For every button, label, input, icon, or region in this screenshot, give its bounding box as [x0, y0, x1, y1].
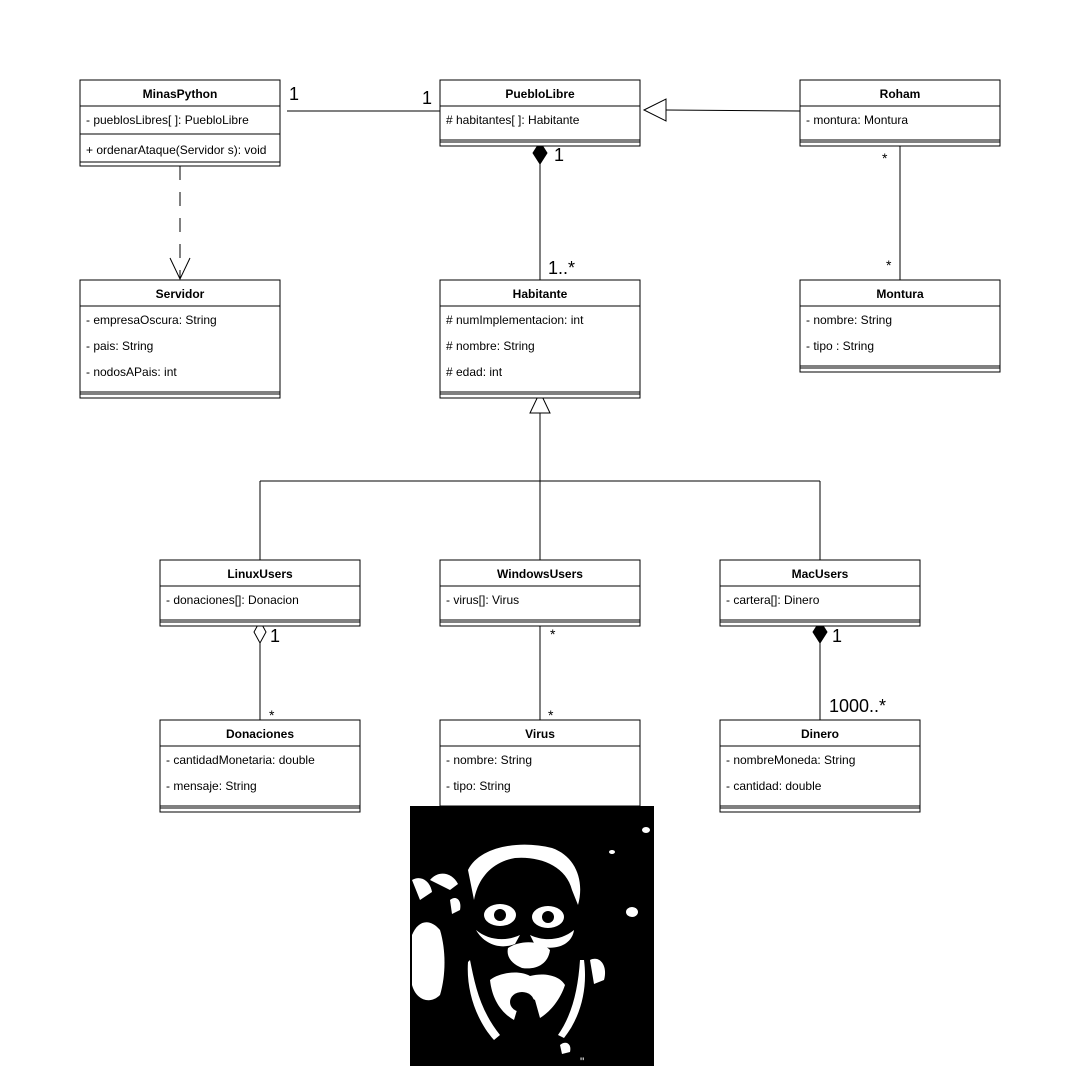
- thresholded-monkey-photo: ": [410, 806, 654, 1066]
- class-name: MacUsers: [792, 567, 849, 581]
- class-windowsusers[interactable]: WindowsUsers - virus[]: Virus: [439, 559, 641, 627]
- multiplicity-donaciones-side: *: [269, 707, 275, 723]
- class-macusers[interactable]: MacUsers - cartera[]: Dinero: [719, 559, 921, 627]
- class-roham[interactable]: Roham - montura: Montura: [799, 79, 1001, 147]
- class-attribute: - montura: Montura: [806, 113, 908, 127]
- multiplicity-pueblo-side: 1: [422, 88, 432, 108]
- class-attribute: # habitantes[ ]: Habitante: [446, 113, 580, 127]
- class-donaciones[interactable]: Donaciones - cantidadMonetaria: double - m…: [159, 719, 361, 813]
- multiplicity-pueblo-composition: 1: [554, 145, 564, 165]
- class-attribute: # numImplementacion: int: [446, 313, 584, 327]
- multiplicity-mac-composition: 1: [832, 626, 842, 646]
- class-servidor[interactable]: Servidor - empresaOscura: String - pais: S…: [79, 279, 281, 399]
- class-name: PuebloLibre: [505, 87, 575, 101]
- generalization-roham-pueblolibre: [642, 98, 801, 122]
- class-name: Dinero: [801, 727, 839, 741]
- class-attribute: # edad: int: [446, 365, 503, 379]
- class-attribute: - nombre: String: [806, 313, 892, 327]
- multiplicity-virus-side: *: [548, 707, 554, 723]
- composition-pueblolibre-habitante: [532, 141, 548, 280]
- class-minaspython[interactable]: MinasPython - pueblosLibres[ ]: PuebloLib…: [79, 79, 281, 167]
- class-name: Roham: [880, 87, 921, 101]
- class-name: MinasPython: [143, 87, 218, 101]
- class-name: Servidor: [156, 287, 205, 301]
- multiplicity-roham-side: *: [882, 150, 888, 166]
- multiplicity-windows-side: *: [550, 626, 556, 642]
- class-attribute: - cantidad: double: [726, 779, 822, 793]
- class-attribute: - virus[]: Virus: [446, 593, 519, 607]
- class-attribute: - tipo: String: [446, 779, 511, 793]
- multiplicity-montura-side: *: [886, 257, 892, 273]
- class-attribute: - cartera[]: Dinero: [726, 593, 820, 607]
- class-attribute: - donaciones[]: Donacion: [166, 593, 299, 607]
- class-pueblolibre[interactable]: PuebloLibre # habitantes[ ]: Habitante: [439, 79, 641, 147]
- class-name: LinuxUsers: [227, 567, 293, 581]
- dependency-minaspython-servidor: [169, 166, 191, 281]
- class-montura[interactable]: Montura - nombre: String - tipo : String: [799, 279, 1001, 373]
- class-attribute: - empresaOscura: String: [86, 313, 217, 327]
- class-habitante[interactable]: Habitante # numImplementacion: int # nombr…: [439, 279, 641, 399]
- class-name: Habitante: [513, 287, 568, 301]
- class-name: WindowsUsers: [497, 567, 583, 581]
- class-attribute: - pais: String: [86, 339, 153, 353]
- class-name: Montura: [876, 287, 924, 301]
- generalization-subclasses-habitante: [259, 390, 821, 560]
- composition-macusers-dinero: [812, 620, 828, 720]
- class-virus[interactable]: Virus - nombre: String - tipo: String: [439, 719, 641, 813]
- class-name: Virus: [525, 727, 555, 741]
- multiplicity-linux-aggregation: 1: [270, 626, 280, 646]
- class-attribute: - tipo : String: [806, 339, 874, 353]
- photo-mark: ": [580, 1055, 584, 1066]
- multiplicity-habitante-side: 1..*: [548, 258, 575, 278]
- class-name: Donaciones: [226, 727, 294, 741]
- class-attribute: - nodosAPais: int: [86, 365, 177, 379]
- class-attribute: - nombre: String: [446, 753, 532, 767]
- class-attribute: # nombre: String: [446, 339, 535, 353]
- class-method: + ordenarAtaque(Servidor s): void: [86, 143, 266, 157]
- class-attribute: - nombreMoneda: String: [726, 753, 855, 767]
- multiplicity-minas-side: 1: [289, 84, 299, 104]
- class-attribute: - pueblosLibres[ ]: PuebloLibre: [86, 113, 249, 127]
- class-dinero[interactable]: Dinero - nombreMoneda: String - cantidad: …: [719, 719, 921, 813]
- multiplicity-dinero-side: 1000..*: [829, 696, 886, 716]
- class-attribute: - cantidadMonetaria: double: [166, 753, 315, 767]
- aggregation-linuxusers-donaciones: [253, 619, 267, 720]
- class-linuxusers[interactable]: LinuxUsers - donaciones[]: Donacion: [159, 559, 361, 627]
- class-attribute: - mensaje: String: [166, 779, 257, 793]
